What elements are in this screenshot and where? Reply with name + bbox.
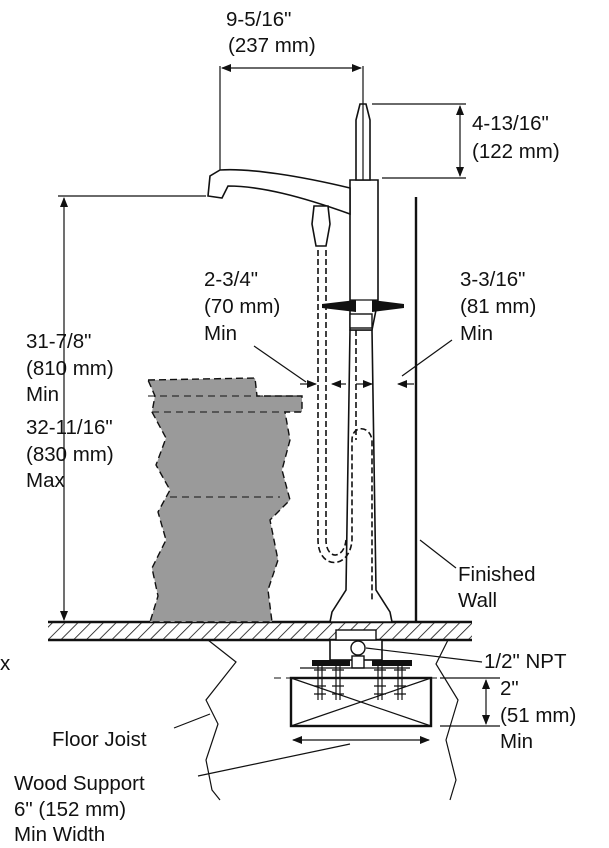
spout-height-max-label: 32-11/16" — [26, 416, 113, 439]
edge-fragment-label: x — [0, 652, 11, 675]
tub-clearance-label: 2-3/4" — [204, 268, 258, 291]
tub-clearance-min-label: Min — [204, 322, 237, 345]
handle-height-mm-label: (122 mm) — [472, 140, 560, 163]
wall-clearance-mm-label: (81 mm) — [460, 295, 536, 318]
wood-support-block — [274, 676, 448, 728]
dimension-lines — [58, 64, 500, 777]
wall-clearance-min-label: Min — [460, 322, 493, 345]
supply-npt-label: 1/2" NPT — [484, 650, 567, 673]
support-depth-mm-label: (51 mm) — [500, 704, 576, 727]
wood-support-label-1: Wood Support — [14, 772, 145, 795]
wood-support-label-3: Min Width — [14, 823, 105, 846]
dimension-labels: 9-5/16" (237 mm) 4-13/16" (122 mm) 2-3/4… — [0, 8, 576, 846]
support-depth-min-label: Min — [500, 730, 533, 753]
lag-screws — [312, 660, 412, 700]
support-depth-label: 2" — [500, 677, 519, 700]
spout-height-max-mm-label: (830 mm) — [26, 443, 114, 466]
spout-reach-label: 9-5/16" — [226, 8, 291, 31]
tub-clearance-mm-label: (70 mm) — [204, 295, 280, 318]
wood-support-label-2: 6" (152 mm) — [14, 798, 126, 821]
finished-wall-label-2: Wall — [458, 589, 497, 612]
finished-wall-label-1: Finished — [458, 563, 536, 586]
wall-clearance-label: 3-3/16" — [460, 268, 525, 291]
spout-height-min-label: 31-7/8" — [26, 330, 91, 353]
spout-height-min-word: Min — [26, 383, 59, 406]
spout-reach-mm-label: (237 mm) — [228, 34, 316, 57]
finished-floor — [48, 620, 472, 642]
spout-height-min-mm-label: (810 mm) — [26, 357, 114, 380]
mounting-bracket — [300, 629, 412, 700]
spout-height-max-word: Max — [26, 469, 65, 492]
floor-joist-label: Floor Joist — [52, 728, 147, 751]
bathtub-silhouette — [146, 377, 303, 623]
floor-joist — [205, 639, 459, 801]
handle-height-label: 4-13/16" — [472, 112, 549, 135]
freestanding-faucet — [207, 103, 404, 623]
